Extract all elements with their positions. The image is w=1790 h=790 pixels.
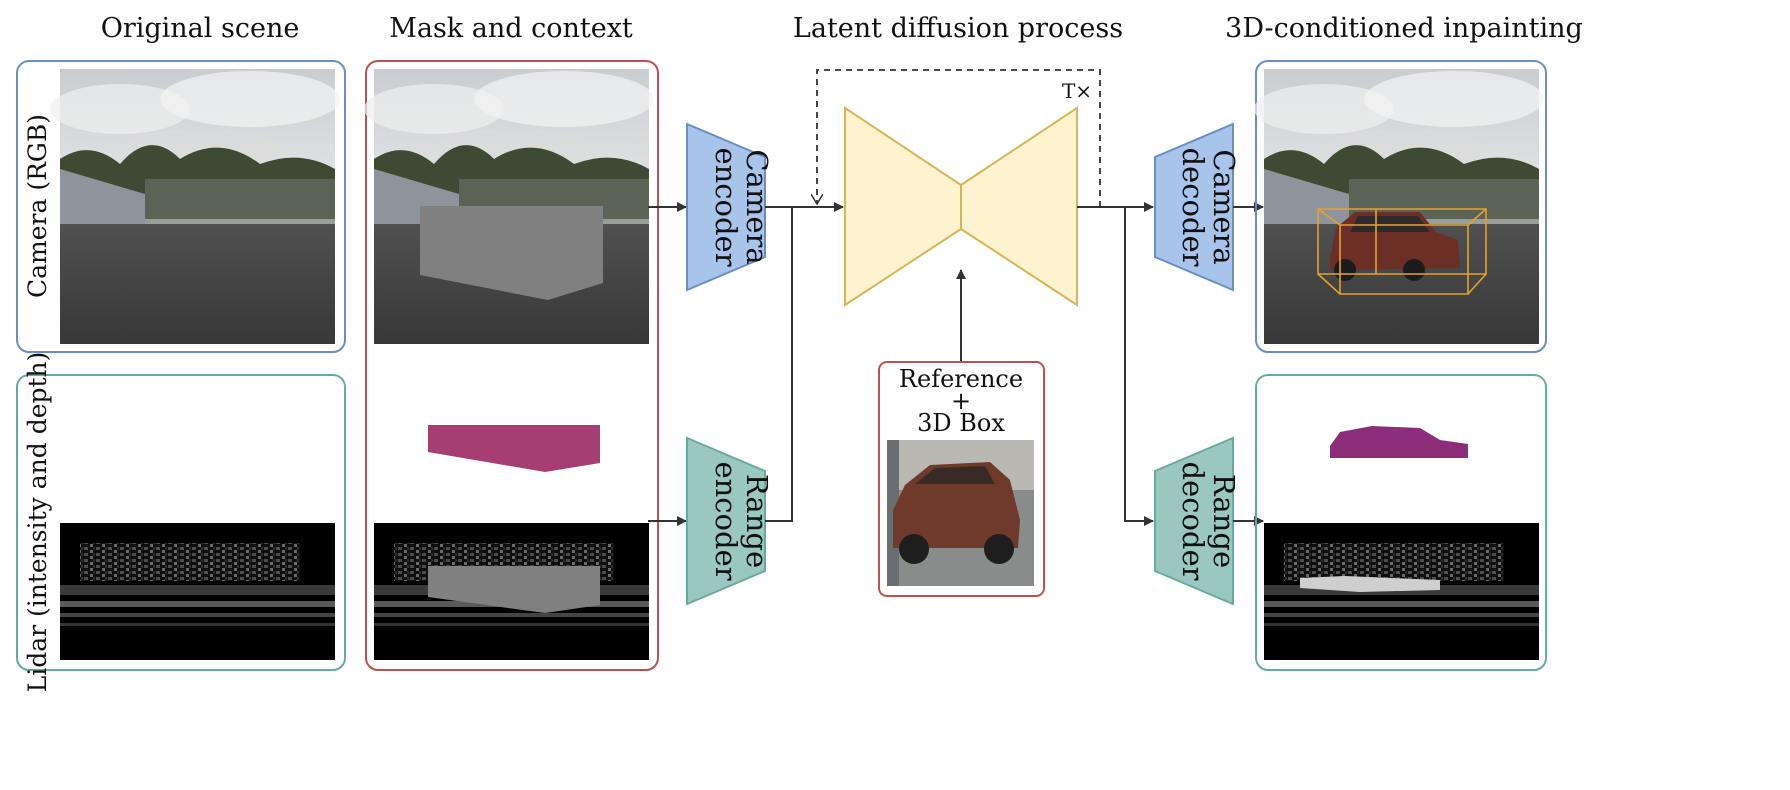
inpainted-camera-image [1254, 69, 1544, 344]
diffusion-loop-arrow [817, 69, 1101, 207]
camera-decoder-label-2: decoder [1176, 147, 1210, 266]
camera-mask-region [420, 206, 603, 300]
mask-context-panel [364, 60, 659, 671]
range-encoder-label-2: encoder [709, 461, 743, 580]
lidar-side-label: Lidar (intensity and depth) [23, 352, 52, 693]
reference-plus: + [951, 387, 971, 415]
lidar-intensity-mask [428, 425, 600, 472]
lidar-depth-mask [428, 566, 600, 613]
camera-encoder-block: Camera encoder [686, 122, 774, 292]
connector-range-encoder [765, 207, 793, 522]
inpainted-lidar-depth [1264, 523, 1539, 660]
original-lidar-depth [60, 523, 335, 660]
header-original: Original scene [101, 13, 300, 44]
inserted-car-intensity [1330, 426, 1468, 458]
camera-decoder-block: Camera decoder [1154, 122, 1241, 292]
original-camera-panel: Camera (RGB) [16, 60, 346, 353]
inpainted-lidar-panel [1255, 374, 1547, 671]
arrow-unet-to-range-decoder [1124, 207, 1154, 526]
range-encoder-block: Range encoder [686, 436, 774, 606]
inpainted-camera-panel [1254, 60, 1547, 353]
inserted-car-depth [1300, 576, 1440, 592]
header-mask: Mask and context [389, 13, 633, 44]
camera-encoder-label-2: encoder [709, 147, 743, 266]
reference-label: Reference [899, 365, 1023, 393]
camera-side-label: Camera (RGB) [23, 114, 52, 298]
reference-car-image [887, 440, 1034, 586]
header-diffusion: Latent diffusion process [793, 13, 1123, 44]
unet-block [844, 106, 1078, 307]
original-lidar-panel: Lidar (intensity and depth) [16, 352, 346, 693]
reference-panel: Reference + 3D Box [878, 361, 1045, 597]
header-inpaint: 3D-conditioned inpainting [1225, 13, 1583, 44]
inserted-car [1330, 212, 1460, 281]
original-camera-image [50, 69, 340, 344]
3d-bounding-box [1317, 208, 1487, 295]
loop-count-label: T× [1062, 79, 1092, 103]
range-decoder-label-2: decoder [1176, 461, 1210, 580]
range-decoder-block: Range decoder [1154, 436, 1241, 606]
reference-box-label: 3D Box [917, 409, 1005, 437]
